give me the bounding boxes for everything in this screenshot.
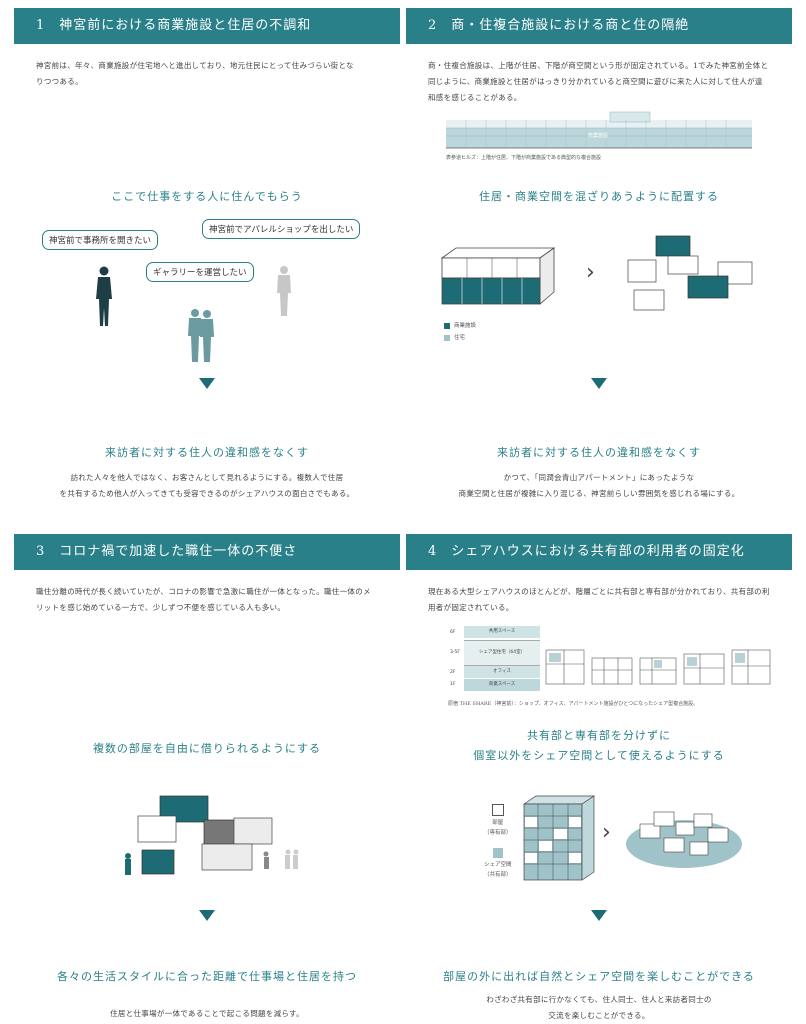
sharehouse-tower-diagram: [522, 795, 596, 881]
panel-number: 2: [428, 18, 438, 33]
panel-4: 4 シェアハウスにおける共有部の利用者の固定化 現在ある大型シェアハウスのほとんど…: [406, 534, 792, 1024]
person-figure-pair: [188, 309, 214, 362]
panel-description: 商・住複合施設は、上階が住居、下階が商空間という形が固定されている。1でみた神宮…: [428, 61, 769, 102]
panel-description: 神宮前は、年々、商業施設が住宅地へと進出しており、地元住民にとって住みづらい街と…: [36, 61, 354, 86]
panel-header: 2 商・住複合施設における商と住の隔絶: [406, 8, 792, 44]
triangle-down-icon: [591, 910, 607, 921]
panel-title: 商・住複合施設における商と住の隔絶: [451, 18, 690, 33]
legend: 商業施設 住宅: [444, 320, 476, 344]
figure-caption: 表参道ヒルズ：上階が住居、下階が商業施設である典型的な複合施設: [446, 155, 601, 161]
speech-bubble-office: 神宮前で事務所を開きたい: [42, 230, 159, 250]
separated-building-diagram: [440, 247, 556, 305]
elevation-label: 商業施設: [588, 133, 609, 139]
figure-caption: 原宿 THE SHARE（神宮前）：ショップ、オフィス、アパートメント施設がひと…: [448, 701, 699, 707]
panel-subtitle: 複数の部屋を自由に借りられるようにする: [92, 742, 322, 755]
panel-result: 来訪者に対する住人の違和感をなくす: [497, 446, 701, 459]
panel-number: 4: [428, 544, 438, 559]
panel-result: 各々の生活スタイルに合った距離で仕事場と住居を持つ: [57, 970, 357, 983]
panel-subtitle: ここで仕事をする人に住んでもらう: [111, 190, 303, 203]
multiple-rooms-diagram: [125, 795, 299, 875]
panel-header: 4 シェアハウスにおける共有部の利用者の固定化: [406, 534, 792, 570]
panel-footnote: かつて、「同潤会青山アパートメント」にあったような 商業空間と住居が複雑に入り混…: [458, 473, 740, 498]
panel-footnote: 住居と仕事場が一体であることで起こる問題を減らす。: [110, 1009, 304, 1018]
panel-number: 1: [36, 18, 46, 33]
person-figure-dark: [96, 266, 112, 326]
legend: 部屋 （専有部） シェア空間 （共有部）: [484, 804, 512, 880]
chevron-right-icon: ›: [602, 820, 611, 845]
panel-number: 3: [36, 544, 46, 559]
panel-footnote: わざわざ共有部に行かなくても、住人同士、住人と来訪者同士の 交流を楽しむことがで…: [486, 995, 712, 1020]
panel-header: 3 コロナ禍で加速した職住一体の不便さ: [14, 534, 400, 570]
triangle-down-icon: [199, 378, 215, 389]
panel-result: 部屋の外に出れば自然とシェア空間を楽しむことができる: [443, 970, 755, 983]
panel-subtitle: 住居・商業空間を混ざりあうように配置する: [479, 190, 719, 203]
panel-subtitle: 共有部と専有部を分けずに 個室以外をシェア空間として使えるようにする: [473, 729, 725, 762]
triangle-down-icon: [591, 378, 607, 389]
panel-description: 現在ある大型シェアハウスのほとんどが、階層ごとに共有部と専有部が分かれており、共…: [428, 587, 770, 612]
panel-footnote: 訪れた人々を他人ではなく、お客さんとして見れるようにする。複数人で住居 を共有す…: [59, 473, 355, 498]
panel-header: 1 神宮前における商業施設と住居の不調和: [14, 8, 400, 44]
panel-result: 来訪者に対する住人の違和感をなくす: [105, 446, 309, 459]
speech-bubble-apparel: 神宮前でアパレルショップを出したい: [202, 219, 361, 239]
panel-description: 職住分離の時代が長く続いていたが、コロナの影響で急激に職住が一体となった。職住一…: [36, 587, 371, 612]
panel-title: シェアハウスにおける共有部の利用者の固定化: [451, 544, 745, 559]
shared-space-diagram: [626, 811, 742, 868]
floor-plans-drawing: [545, 649, 771, 685]
mixed-building-diagram: [627, 235, 753, 311]
triangle-down-icon: [199, 910, 215, 921]
panel-2: 2 商・住複合施設における商と住の隔絶 商・住複合施設は、上階が住居、下階が商空間…: [406, 8, 792, 528]
panel-title: コロナ禍で加速した職住一体の不便さ: [59, 544, 298, 559]
panel-3: 3 コロナ禍で加速した職住一体の不便さ 職住分離の時代が長く続いていたが、コロナの…: [14, 534, 400, 1024]
chevron-right-icon: ›: [586, 260, 595, 285]
building-elevation-drawing: [446, 111, 752, 149]
person-figure-gray: [277, 266, 291, 316]
panel-title: 神宮前における商業施設と住居の不調和: [59, 18, 312, 33]
speech-bubble-gallery: ギャラリーを運営したい: [146, 262, 254, 282]
panel-1: 1 神宮前における商業施設と住居の不調和 神宮前は、年々、商業施設が住宅地へと進出…: [14, 8, 400, 528]
